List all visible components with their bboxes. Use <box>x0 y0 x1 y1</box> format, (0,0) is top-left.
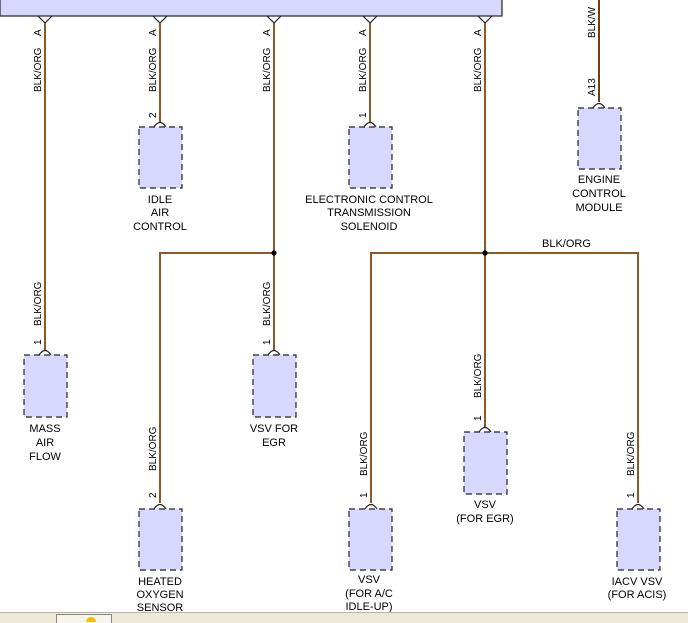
pin-a-iac: A <box>148 29 159 36</box>
splice-junction-right <box>482 250 488 256</box>
wire-label-egr-top: BLK/ORG <box>262 47 273 92</box>
wire-label-vsv-top: BLK/ORG <box>473 47 484 92</box>
pin-a-egr: A <box>262 29 273 36</box>
label-vsv-egr-left-2: EGR <box>262 437 286 449</box>
label-iac-2: AIR <box>151 207 169 219</box>
pin-ho2s: 2 <box>148 492 159 498</box>
top-connector-hooks <box>37 15 493 24</box>
wire-label-vsv-ac: BLK/ORG <box>359 431 370 476</box>
wire-label-ho2s: BLK/ORG <box>148 426 159 471</box>
wire-label-vsv-egr-right: BLK/ORG <box>473 353 484 398</box>
label-iac-1: IDLE <box>148 194 172 206</box>
lower-wire-labels: BLK/ORG BLK/ORG BLK/ORG BLK/ORG BLK/ORG … <box>33 238 637 476</box>
label-ecm-3: MODULE <box>575 202 622 214</box>
pin-a-maf: A <box>33 29 44 36</box>
component-labels: MASS AIR FLOW IDLE AIR CONTROL ELECTRONI… <box>29 174 666 614</box>
label-vsv-egr-left-1: VSV FOR <box>250 423 298 435</box>
pin-ecm: A13 <box>587 78 598 96</box>
pin-a-ects: A <box>358 29 369 36</box>
label-ects-3: SOLENOID <box>341 221 398 233</box>
wire-label-ecm: BLK/W <box>587 6 598 38</box>
wire-label-maf-top: BLK/ORG <box>33 47 44 92</box>
label-iacv-vsv-1: IACV VSV <box>612 576 663 588</box>
label-ecm-2: CONTROL <box>572 188 626 200</box>
label-maf-1: MASS <box>29 423 60 435</box>
label-ho2s-3: SENSOR <box>137 602 184 614</box>
label-ects-2: TRANSMISSION <box>327 207 411 219</box>
wire-vsv-ac <box>370 252 485 503</box>
label-iac-3: CONTROL <box>133 221 187 233</box>
pin-ects: 1 <box>358 112 369 118</box>
wire-label-horizontal: BLK/ORG <box>542 238 591 250</box>
wire-iacv-vsv <box>485 252 639 503</box>
pin-vsv-egr-left: 1 <box>262 339 273 345</box>
component-iac <box>138 121 183 189</box>
pin-a-vsv: A <box>473 29 484 36</box>
component-ecm <box>577 102 622 170</box>
label-maf-3: FLOW <box>29 451 61 463</box>
component-ho2s <box>138 503 183 571</box>
component-ects <box>348 121 393 189</box>
wire-ho2s <box>159 252 274 503</box>
label-iacv-vsv-2: (FOR ACIS) <box>608 589 667 601</box>
taskbar-button[interactable] <box>56 614 112 623</box>
pin-iac: 2 <box>148 112 159 118</box>
pin-vsv-egr-right: 1 <box>473 415 484 421</box>
wire-label-vsv-egr-left: BLK/ORG <box>262 281 273 326</box>
pin-maf: 1 <box>33 339 44 345</box>
top-wire-labels: BLK/ORG A BLK/ORG A BLK/ORG A BLK/ORG A … <box>33 6 598 92</box>
wire-label-iac-top: BLK/ORG <box>148 47 159 92</box>
component-iacv-vsv <box>616 503 661 571</box>
component-vsv-egr-right <box>463 426 508 495</box>
pin-numbers: 1 2 1 A13 1 2 1 1 1 <box>33 78 637 498</box>
pin-iacv-vsv: 1 <box>626 492 637 498</box>
label-ho2s-2: OXYGEN <box>136 589 183 601</box>
component-vsv-egr-left <box>252 349 297 418</box>
label-ho2s-1: HEATED <box>138 576 182 588</box>
label-ects-1: ELECTRONIC CONTROL <box>305 194 433 206</box>
wire-label-maf: BLK/ORG <box>33 281 44 326</box>
label-maf-2: AIR <box>36 437 54 449</box>
pin-vsv-ac: 1 <box>359 492 370 498</box>
splice-junction-left <box>271 250 277 256</box>
taskbar-app-icon <box>86 617 96 622</box>
component-maf <box>23 349 68 418</box>
component-vsv-ac <box>348 503 393 571</box>
label-vsv-egr-right-2: (FOR EGR) <box>456 513 513 525</box>
label-vsv-egr-right-1: VSV <box>474 499 497 511</box>
top-connector-bar <box>0 0 503 17</box>
label-vsv-ac-2: (FOR A/C <box>345 588 393 600</box>
taskbar <box>0 612 688 623</box>
wire-label-ects-top: BLK/ORG <box>358 47 369 92</box>
label-ecm-1: ENGINE <box>578 174 620 186</box>
label-vsv-ac-3: IDLE-UP) <box>345 601 392 613</box>
label-vsv-ac-1: VSV <box>358 574 381 586</box>
wire-label-iacv-vsv: BLK/ORG <box>626 431 637 476</box>
